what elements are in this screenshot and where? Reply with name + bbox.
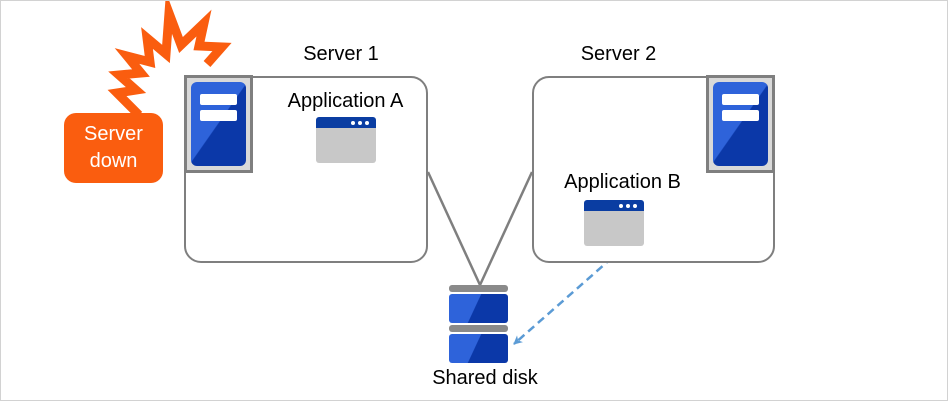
app-window-icon [316, 117, 376, 163]
server1-title: Server 1 [303, 43, 379, 65]
disk-unit [449, 294, 508, 323]
app-window-titlebar [584, 200, 644, 211]
server-drive-slot [722, 110, 759, 121]
disk-cap [449, 325, 508, 332]
disk-unit [449, 334, 508, 363]
server-down-callout: Server down [64, 113, 163, 183]
connector-server1-disk [426, 171, 482, 286]
disk-access-arrow-icon [513, 248, 623, 345]
window-dots-icon [633, 204, 637, 208]
shared-disk-label: Shared disk [432, 367, 538, 389]
app-window-body [584, 211, 644, 246]
explosion-lightning-icon [107, 1, 232, 119]
server-tower-face [713, 82, 768, 166]
server2-title: Server 2 [580, 43, 657, 65]
window-dots-icon [365, 121, 369, 125]
app-window-body [316, 128, 376, 163]
server-tower-face [191, 82, 246, 166]
server-tower-icon [706, 75, 775, 173]
application-b-label: Application B [564, 171, 681, 193]
server-tower-icon [184, 75, 253, 173]
server-drive-slot [200, 94, 237, 105]
server-drive-slot [722, 94, 759, 105]
disk-cap [449, 285, 508, 292]
connector-server2-disk [478, 171, 534, 286]
app-window-icon [584, 200, 644, 246]
application-a-label: Application A [287, 90, 404, 112]
app-window-titlebar [316, 117, 376, 128]
shared-disk-icon [449, 285, 508, 365]
server-drive-slot [200, 110, 237, 121]
server-down-label: Server down [84, 123, 143, 172]
